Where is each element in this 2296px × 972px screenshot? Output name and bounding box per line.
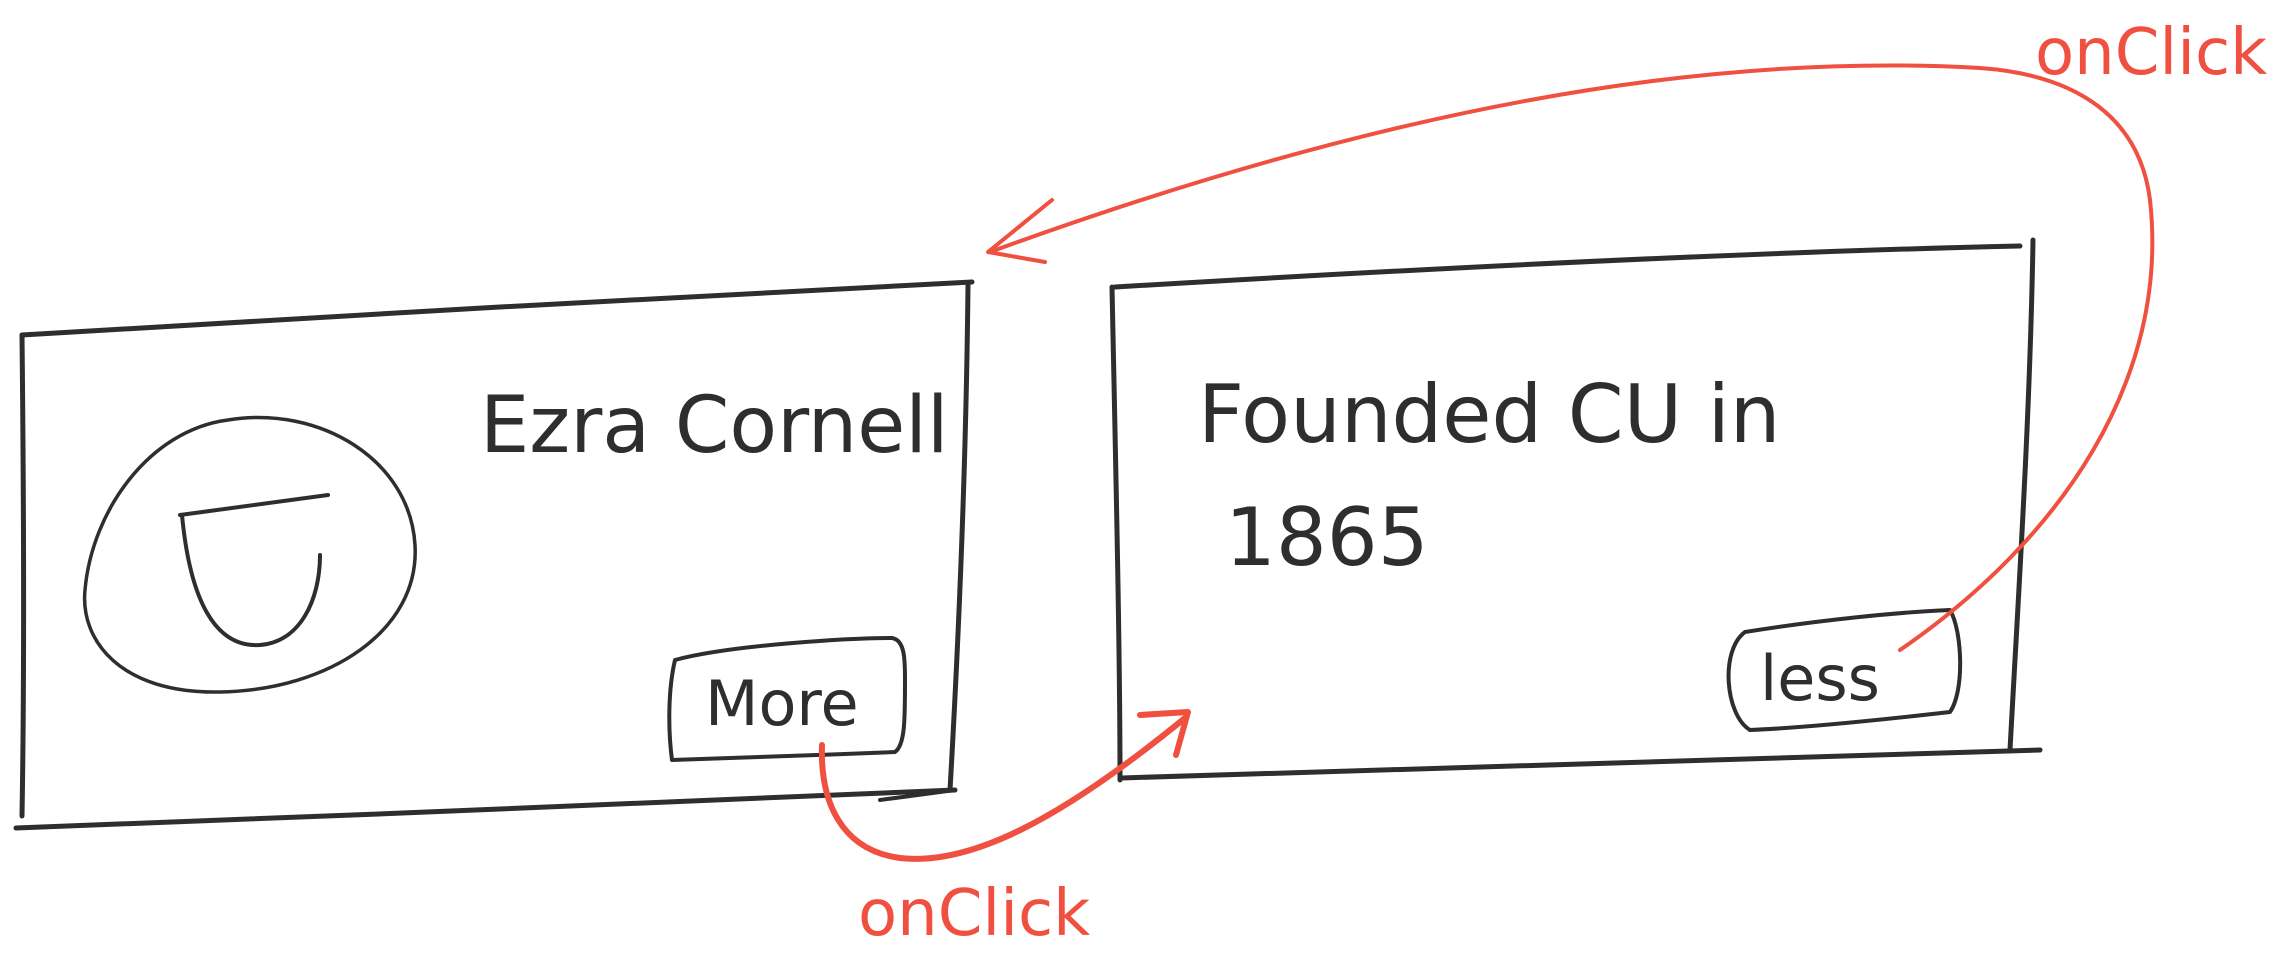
less-button-label: less xyxy=(1760,642,1880,715)
less-button[interactable]: less xyxy=(1726,608,1963,732)
card-back-right-edge xyxy=(2007,237,2036,753)
card-front-title: Ezra Cornell xyxy=(480,381,949,471)
card-front-bottom-tail xyxy=(878,788,957,802)
arrow-less-label: onClick xyxy=(2035,16,2267,90)
card-back-text-line2: 1865 xyxy=(1225,491,1429,584)
arrow-less-to-front: onClick xyxy=(986,16,2267,652)
card-front-left-edge xyxy=(19,332,26,819)
card-front-bottom-edge xyxy=(13,787,958,831)
arrowhead-icon xyxy=(1137,709,1191,758)
card-back-left-edge xyxy=(1109,284,1123,783)
arrow-more-to-back: onClick xyxy=(818,709,1191,951)
card-front-top-edge xyxy=(19,279,975,338)
card-back-top-edge xyxy=(1112,243,2023,290)
card-front: Ezra Cornell More xyxy=(13,279,975,831)
card-back-bottom-edge xyxy=(1117,747,2043,781)
more-button-label: More xyxy=(705,667,859,740)
more-button[interactable]: More xyxy=(667,636,907,762)
card-back-text-line1: Founded CU in xyxy=(1198,368,1781,461)
arrowhead-icon xyxy=(986,198,1054,264)
avatar-icon xyxy=(82,415,417,694)
card-back: Founded CU in 1865 less xyxy=(1109,237,2043,783)
card-front-right-edge xyxy=(947,282,971,793)
arrow-more-label: onClick xyxy=(858,877,1090,951)
